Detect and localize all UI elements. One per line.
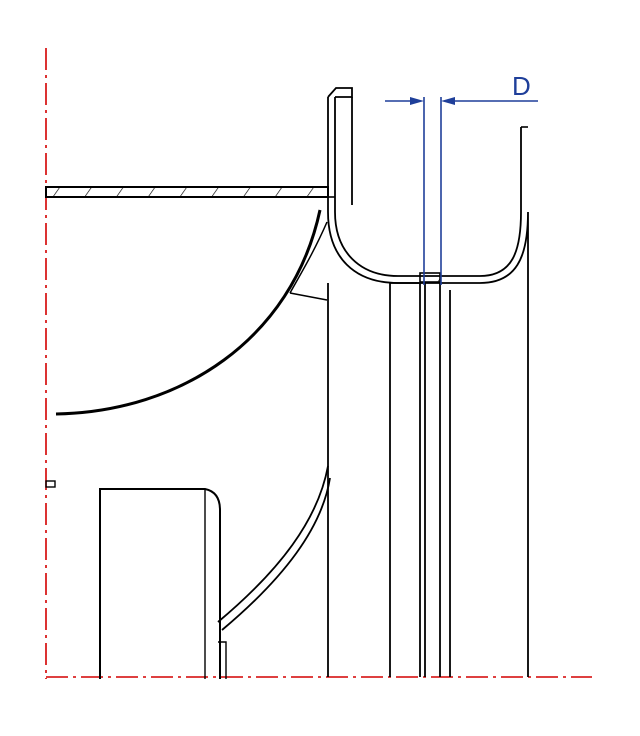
u-channel-inner <box>334 97 522 277</box>
dimension-d: D <box>385 71 538 285</box>
hub-block <box>99 488 227 679</box>
lower-blade <box>217 465 331 631</box>
top-plate <box>45 186 329 198</box>
gap-step <box>390 272 441 284</box>
upper-blade <box>55 209 328 416</box>
lower-blade-outer-curve <box>217 465 329 623</box>
u-channel-outer <box>327 97 529 677</box>
hub-block-step <box>218 641 227 679</box>
gap-step-section <box>419 272 441 283</box>
lower-blade-inner-curve <box>221 477 331 631</box>
upper-blade-edge <box>289 292 328 301</box>
u-channel <box>327 87 529 677</box>
axis-marker <box>45 480 56 488</box>
upper-blade-curve <box>55 209 322 416</box>
top-plate-section <box>45 186 329 198</box>
dimension-arrow-right <box>441 97 455 105</box>
gap-walls <box>389 283 451 677</box>
flange-lip <box>327 87 353 98</box>
upper-blade-inner-curve <box>289 221 328 294</box>
hub-block-outline <box>99 488 221 679</box>
dimension-arrow-left <box>410 97 424 105</box>
centerlines <box>45 48 592 679</box>
dimension-label: D <box>512 71 531 101</box>
